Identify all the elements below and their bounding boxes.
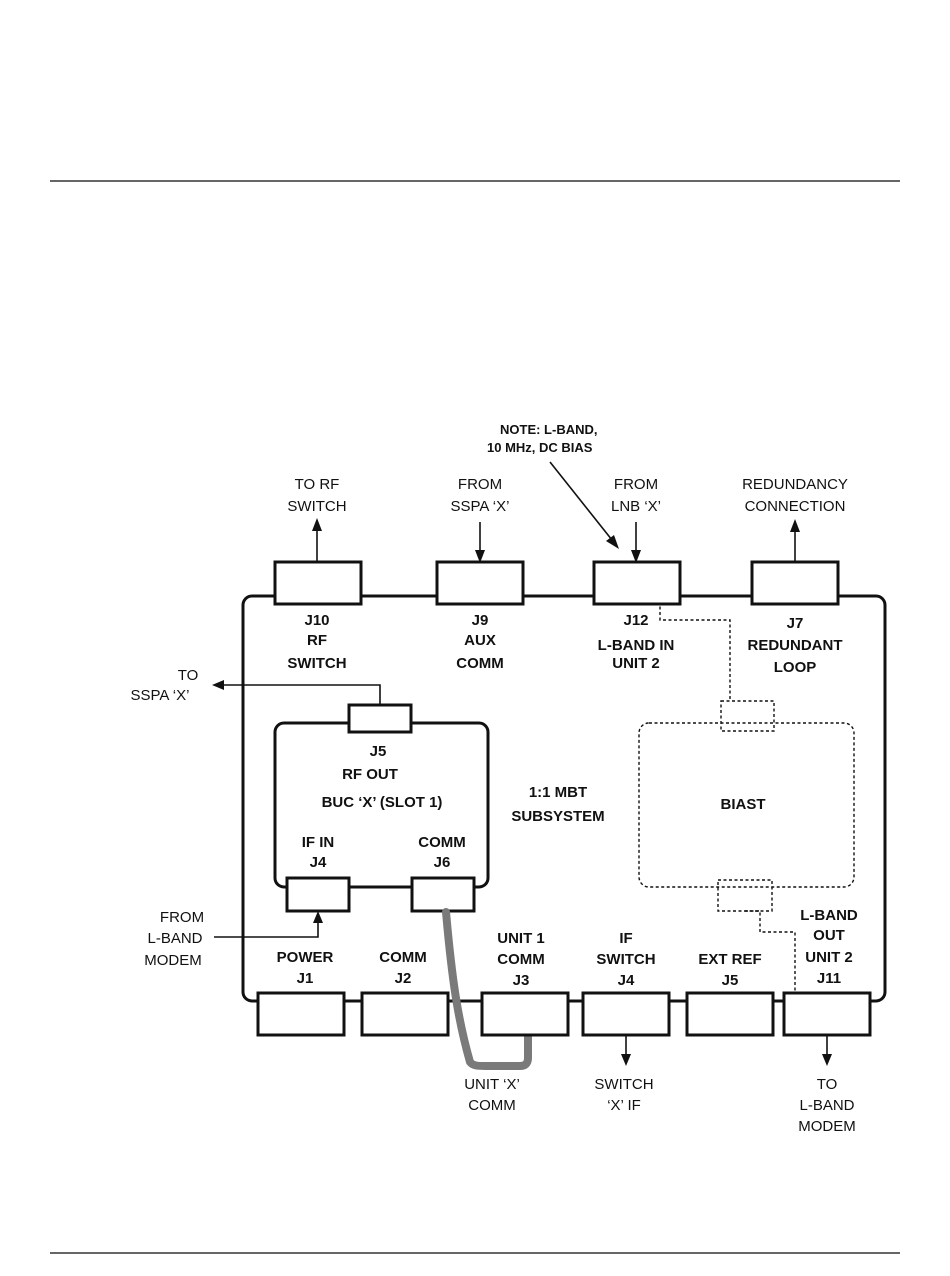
j10-label-1: J10	[304, 612, 329, 629]
j1-connector	[256, 991, 346, 1037]
switch-if-label-1: SWITCH	[594, 1076, 653, 1093]
to-sspa-line	[222, 684, 381, 707]
buc-j5-connector	[347, 703, 413, 734]
subsystem-label-1: 1:1 MBT	[529, 784, 587, 801]
j1-label-2: J1	[297, 970, 314, 987]
from-sspa-label-2: SSPA ‘X’	[451, 498, 510, 515]
j2-connector	[360, 991, 450, 1037]
to-rf-switch-label-2: SWITCH	[287, 498, 346, 515]
to-modem-label-1: TO	[817, 1076, 838, 1093]
to-sspa-label-1: TO	[178, 667, 199, 684]
to-sspa-label-2: SSPA ‘X’	[131, 687, 190, 704]
j9-label-2: AUX	[464, 632, 496, 649]
to-sspa-arrowhead	[212, 680, 224, 690]
j9-label-3: COMM	[456, 655, 504, 672]
j4-label-3: J4	[618, 972, 635, 989]
j11-label-1: L-BAND	[800, 907, 858, 924]
redundancy-label-2: CONNECTION	[745, 498, 846, 515]
note-line-1: NOTE: L-BAND,	[500, 422, 598, 437]
j2-label-2: J2	[395, 970, 412, 987]
from-modem-label-3: MODEM	[144, 952, 202, 969]
j12-label-1: J12	[623, 612, 648, 629]
j7-label-2: REDUNDANT	[748, 637, 843, 654]
subsystem-label-2: SUBSYSTEM	[511, 808, 604, 825]
dashed-line-j12-biast	[659, 601, 731, 701]
note-line-2: 10 MHz, DC BIAS	[487, 440, 593, 455]
j12-label-3: UNIT 2	[612, 655, 660, 672]
j5-connector	[685, 991, 775, 1037]
j4-label-1: IF	[619, 930, 632, 947]
j11-connector	[782, 991, 872, 1037]
dashed-line-biast-j11	[745, 910, 796, 996]
j1-label-1: POWER	[277, 949, 334, 966]
from-modem-label-2: L-BAND	[147, 930, 202, 947]
buc-j6-connector	[410, 876, 476, 913]
j10-label-3: SWITCH	[287, 655, 346, 672]
j9-connector	[435, 560, 525, 606]
j2-label-1: COMM	[379, 949, 427, 966]
j3-label-1: UNIT 1	[497, 930, 545, 947]
to-modem-label-2: L-BAND	[799, 1097, 854, 1114]
j12-arrowhead	[631, 550, 641, 563]
redundancy-label-1: REDUNDANCY	[742, 476, 848, 493]
j11-label-3: UNIT 2	[805, 949, 853, 966]
j7-arrowhead	[790, 519, 800, 532]
buc-title: BUC ‘X’ (SLOT 1)	[322, 794, 443, 811]
buc-j5-label-1: J5	[370, 743, 387, 760]
from-modem-line	[214, 922, 319, 938]
note-leader-line	[549, 461, 613, 541]
j12-label-2: L-BAND IN	[598, 637, 675, 654]
j5-label-2: J5	[722, 972, 739, 989]
j5-label-1: EXT REF	[698, 951, 761, 968]
j10-connector	[273, 560, 363, 606]
unit-comm-cable	[442, 908, 532, 1070]
j3-label-2: COMM	[497, 951, 545, 968]
note-leader-arrowhead	[606, 535, 619, 549]
biast-box	[638, 722, 855, 888]
j11-label-2: OUT	[813, 927, 845, 944]
j3-label-3: J3	[513, 972, 530, 989]
j3-connector	[480, 991, 570, 1037]
j11-arrowhead	[822, 1054, 832, 1066]
biast-bottom-port	[717, 879, 773, 912]
switch-if-label-2: ‘X’ IF	[607, 1097, 641, 1114]
j7-label-1: J7	[787, 615, 804, 632]
from-modem-label-1: FROM	[160, 909, 204, 926]
from-modem-arrowhead	[313, 911, 323, 923]
j4-label-2: SWITCH	[596, 951, 655, 968]
to-rf-switch-label-1: TO RF	[295, 476, 340, 493]
buc-j5-label-2: RF OUT	[342, 766, 398, 783]
j4-connector	[581, 991, 671, 1037]
buc-if-in-label: IF IN	[302, 834, 335, 851]
j7-label-3: LOOP	[774, 659, 817, 676]
unit-comm-label-1: UNIT ‘X’	[464, 1076, 520, 1093]
j10-label-2: RF	[307, 632, 327, 649]
from-lnb-label-2: LNB ‘X’	[611, 498, 661, 515]
j4-arrowhead	[621, 1054, 631, 1066]
j12-connector	[592, 560, 682, 606]
j9-arrowhead	[475, 550, 485, 563]
j11-label-4: J11	[817, 970, 841, 987]
biast-label: BIAST	[721, 796, 766, 813]
buc-j4-connector	[285, 876, 351, 913]
unit-comm-label-2: COMM	[468, 1097, 516, 1114]
buc-j6-label: J6	[434, 854, 451, 871]
j9-label-1: J9	[472, 612, 489, 629]
biast-top-port	[720, 700, 775, 732]
j10-arrowhead	[312, 518, 322, 531]
to-modem-label-3: MODEM	[798, 1118, 856, 1135]
j7-connector	[750, 560, 840, 606]
buc-j4-label: J4	[310, 854, 327, 871]
buc-comm-label: COMM	[418, 834, 466, 851]
from-sspa-label-1: FROM	[458, 476, 502, 493]
from-lnb-label-1: FROM	[614, 476, 658, 493]
